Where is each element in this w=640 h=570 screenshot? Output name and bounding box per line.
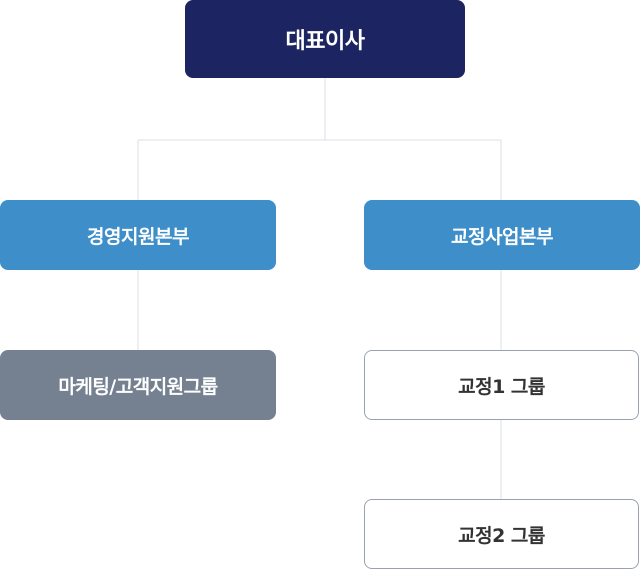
group-box-marketing-support: 마케팅/고객지원그룹 [0,350,276,420]
division-label: 교정사업본부 [451,225,553,248]
group-label: 교정2 그룹 [458,524,545,547]
group-box-correction-1: 교정1 그룹 [364,350,639,420]
group-box-correction-2: 교정2 그룹 [364,499,639,569]
division-label: 경영지원본부 [87,225,189,248]
division-box-management-support: 경영지원본부 [0,200,276,270]
group-label: 마케팅/고객지원그룹 [58,375,218,398]
ceo-box: 대표이사 [185,0,465,78]
division-box-correction-business: 교정사업본부 [364,200,640,270]
group-label: 교정1 그룹 [458,375,545,398]
ceo-label: 대표이사 [285,29,365,54]
